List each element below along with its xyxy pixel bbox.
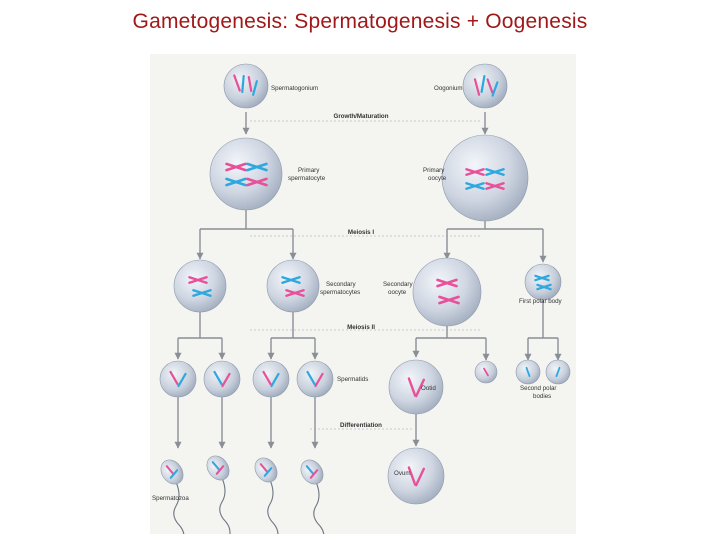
stage-meiosis1-label: Meiosis I xyxy=(348,229,374,236)
second-polar-body-cell-1 xyxy=(515,359,541,385)
cells xyxy=(159,63,571,534)
label-ovum: Ovum xyxy=(394,470,411,477)
primary-spermatocyte-cell xyxy=(209,137,283,211)
stage-differentiation-label: Differentiation xyxy=(340,422,382,429)
slide-title: Gametogenesis: Spermatogenesis + Oogenes… xyxy=(132,10,588,33)
spermatid-cell-3 xyxy=(252,360,290,398)
oogonium-cell xyxy=(462,63,508,109)
second-polar-body-cell-small xyxy=(474,360,498,384)
second-polar-body-cell-2 xyxy=(545,359,571,385)
spermatid-cell-2 xyxy=(203,360,241,398)
stage-meiosis2-label: Meiosis II xyxy=(347,324,375,331)
spermatozoon-1 xyxy=(160,459,185,534)
spermatozoon-3 xyxy=(254,457,279,534)
stage-growth-label: Growth/Maturation xyxy=(334,113,389,120)
label-spermatids: Spermatids xyxy=(337,376,368,383)
label-ootid: Ootid xyxy=(421,385,436,392)
secondary-spermatocyte-cell-2 xyxy=(266,259,320,313)
first-polar-body-cell xyxy=(524,263,562,301)
label-spermatozoa: Spermatozoa xyxy=(152,495,189,502)
spermatozoon-2 xyxy=(206,455,231,534)
label-oogonium: Oogonium xyxy=(434,85,463,92)
connector-lines xyxy=(174,112,562,449)
spermatid-cell-4 xyxy=(296,360,334,398)
ovum-cell xyxy=(387,447,445,505)
spermatozoon-4 xyxy=(300,459,325,534)
primary-oocyte-cell xyxy=(441,134,529,222)
spermatogonium-cell xyxy=(223,63,269,109)
ootid-cell xyxy=(388,359,444,415)
spermatid-cell-1 xyxy=(159,360,197,398)
label-spermatogonium: Spermatogonium xyxy=(271,85,318,92)
gametogenesis-figure: Growth/Maturation Meiosis I Meiosis II D… xyxy=(150,54,576,534)
gametogenesis-diagram: Growth/Maturation Meiosis I Meiosis II D… xyxy=(152,63,571,534)
secondary-oocyte-cell xyxy=(412,257,482,327)
label-first-polar-body: First polar body xyxy=(519,298,563,305)
secondary-spermatocyte-cell-1 xyxy=(173,259,227,313)
